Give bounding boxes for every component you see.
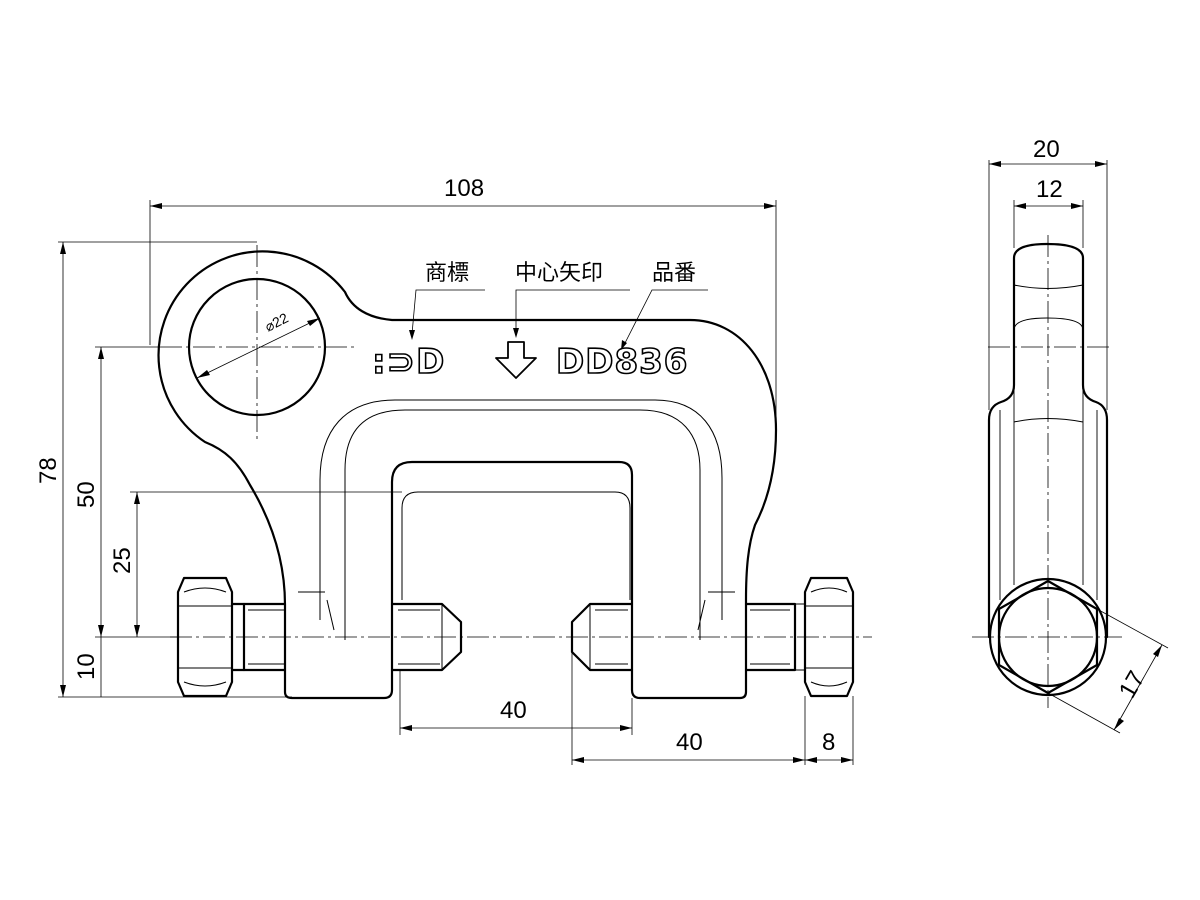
recess-line-inner <box>344 409 701 640</box>
callout-trademark-leader <box>411 289 485 335</box>
dim-side-width: 20 <box>1033 136 1060 163</box>
side-view <box>972 235 1122 708</box>
callout-trademark: 商標 <box>425 261 469 286</box>
right-bolt-shank <box>744 602 805 672</box>
dim-hex-across-flats: 17 <box>1114 666 1151 703</box>
inner-slot-line <box>401 491 631 600</box>
left-stud <box>390 602 463 672</box>
dim-bolt-gap: 40 <box>676 729 703 756</box>
dim-overall-height: 78 <box>35 457 62 484</box>
left-bolt-shank <box>230 602 287 672</box>
dim-hole-diameter: ⌀22 <box>262 309 291 334</box>
side-dimensions: 20 12 17 <box>988 136 1169 734</box>
dim-side-inner-width: 12 <box>1036 176 1063 203</box>
right-hex-nut <box>803 576 855 698</box>
callout-center-mark: 中心矢印 <box>515 261 603 286</box>
dim-bolt-height: 10 <box>73 653 100 680</box>
callout-part-number: 品番 <box>652 261 696 286</box>
callout-center-leader <box>515 289 630 332</box>
center-arrow-marking <box>495 341 537 379</box>
front-dimensions: 108 78 50 25 10 ⌀22 <box>35 175 854 765</box>
recess-line <box>319 399 723 620</box>
callout-part-leader <box>623 289 708 346</box>
dim-inner-height: 25 <box>109 547 136 574</box>
dim-eye-center-height: 50 <box>73 481 100 508</box>
left-hex-nut <box>176 576 234 698</box>
dim-inner-gap: 40 <box>500 697 527 724</box>
front-view: :⊃D DD836 商標 中心矢印 品番 <box>157 245 872 700</box>
dim-nut-thickness: 8 <box>822 729 835 756</box>
body-outline <box>157 250 778 700</box>
edge-line <box>697 599 706 631</box>
edge-line <box>326 599 335 631</box>
right-stud <box>570 602 634 672</box>
logo-marking: :⊃D <box>372 342 445 382</box>
dim-overall-width: 108 <box>444 175 484 202</box>
